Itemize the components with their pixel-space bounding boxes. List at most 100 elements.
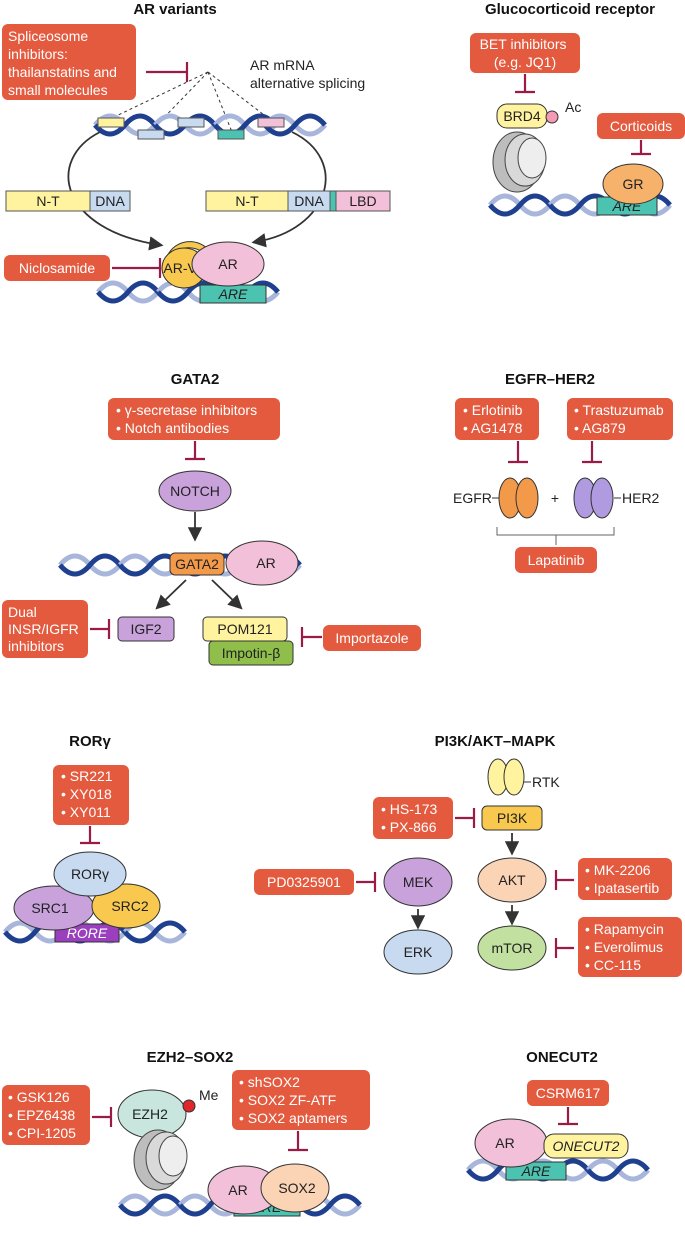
- splicing-dashes: [111, 71, 269, 133]
- pi3k-protein: [481, 805, 543, 831]
- egfr-inhibitor-text: • Erlotinib • AG1478: [463, 402, 526, 436]
- gr-label: GR: [623, 176, 644, 192]
- insr-inhibitor-text: Dual INSR/IGFR inhibitors: [8, 604, 83, 654]
- egfr-inhibitor-box: [455, 398, 539, 440]
- ar-full-domains: N-T DNA LBD: [205, 190, 391, 212]
- pd0325901-box: [254, 869, 354, 895]
- ac-label: Ac: [565, 99, 581, 115]
- ezh2-ar-label: AR: [228, 1182, 247, 1198]
- panel-title-ar-variants: AR variants: [133, 1, 216, 18]
- brd4-label: BRD4: [503, 108, 541, 124]
- egfr-label: EGFR: [453, 490, 492, 506]
- ezh2-label: EZH2: [132, 1106, 168, 1122]
- notch-label: NOTCH: [170, 483, 220, 499]
- panel-title-rorg: RORγ: [69, 733, 111, 750]
- arv7-domains: N-T DNA: [5, 190, 131, 212]
- ar-variants-are-label: ARE: [218, 286, 248, 302]
- gata2-label: GATA2: [175, 556, 219, 572]
- pd0325901-text: PD0325901: [267, 874, 341, 890]
- notch-inhibitor-box: [108, 398, 280, 440]
- her2-monomer-2: [590, 477, 614, 519]
- mtor-label: mTOR: [492, 940, 533, 956]
- rtk-monomer-2: [503, 758, 525, 796]
- ar-dna-label: DNA: [294, 193, 324, 209]
- panel-title-glucocorticoid: Glucocorticoid receptor: [485, 1, 655, 18]
- akt-inhibitor-text: • MK-2206 • Ipatasertib: [585, 862, 659, 896]
- niclosamide-text: Niclosamide: [19, 260, 95, 276]
- arv7-arrow: [67, 131, 164, 251]
- igf2-protein: [117, 616, 175, 642]
- rorg-protein: [53, 851, 127, 897]
- importazole-box: [323, 625, 421, 651]
- ror-inhibitor-text: • SR221 • XY018 • XY011: [61, 768, 117, 820]
- niclosamide-box: [4, 255, 110, 281]
- mtor-inhibitor-text: • Rapamycin • Everolimus • CC-115: [585, 921, 668, 973]
- erk-protein: [383, 929, 453, 975]
- her2-label: HER2: [622, 490, 660, 506]
- ar-label: AR: [218, 256, 237, 272]
- panel-egfr-her2: EGFR–HER2 • Erlotinib • AG1478 • Trastuz…: [453, 371, 673, 573]
- akt-protein: [477, 857, 547, 903]
- gata2-protein: [169, 552, 225, 576]
- mek-protein: [383, 857, 453, 907]
- panel-rorg: RORγ • SR221 • XY018 • XY011 RORE SRC1 S…: [5, 733, 185, 942]
- sox2-protein: [260, 1163, 330, 1213]
- panel-ar-variants: AR variants Spliceosome inhibitors: thai…: [2, 1, 391, 304]
- onecut2-are-label: ARE: [521, 1163, 551, 1179]
- pi3k-label: PI3K: [497, 810, 528, 826]
- ar-full-arrow: [251, 131, 327, 248]
- rtk-label: RTK: [532, 774, 560, 790]
- mrna-strand: [95, 116, 325, 140]
- panel-title-ezh2: EZH2–SOX2: [147, 1049, 234, 1066]
- rore-label: RORE: [67, 925, 108, 941]
- sox2-label: SOX2: [278, 1180, 316, 1196]
- panel-title-egfr-her2: EGFR–HER2: [505, 371, 595, 388]
- src2-protein: [91, 883, 161, 929]
- ezh2-nucleosome: [133, 1129, 188, 1191]
- panel-glucocorticoid: Glucocorticoid receptor BET inhibitors (…: [470, 1, 685, 215]
- gata2-to-pom121-arrow: [211, 579, 243, 610]
- plus-label: +: [551, 490, 559, 506]
- panel-ezh2: EZH2–SOX2 • GSK126 • EPZ6438 • CPI-1205 …: [2, 1049, 370, 1217]
- gata2-to-igf2-arrow: [155, 579, 187, 610]
- pi3k-inhibitor-text: • HS-173 • PX-866: [381, 801, 441, 835]
- csrm617-box: [527, 1080, 609, 1106]
- gr-nucleosome: [492, 131, 547, 193]
- mek-label: MEK: [403, 874, 434, 890]
- sox2-inhibitor-box: [232, 1070, 370, 1130]
- gr-protein: [602, 163, 664, 205]
- lapatinib-text: Lapatinib: [528, 552, 585, 568]
- mtor-protein: [477, 925, 547, 971]
- panel-onecut2: ONECUT2 CSRM617 ARE AR ONECUT2: [468, 1049, 648, 1180]
- pi3k-inhibitor-box: [373, 797, 453, 839]
- akt-label: AKT: [498, 872, 526, 888]
- notch-inhibitor-text: • γ-secretase inhibitors • Notch antibod…: [116, 402, 261, 436]
- sox2-inhibitor-text: • shSOX2 • SOX2 ZF-ATF • SOX2 aptamers: [239, 1074, 347, 1126]
- panel-title-pi3k: PI3K/AKT–MAPK: [435, 733, 556, 750]
- onecut2-label: ONECUT2: [553, 1138, 620, 1154]
- impotin-label: Impotin-β: [222, 645, 281, 661]
- src2-label: SRC2: [111, 898, 149, 914]
- gata2-ar-label: AR: [256, 555, 275, 571]
- igf2-label: IGF2: [130, 621, 161, 637]
- panel-title-onecut2: ONECUT2: [526, 1049, 598, 1066]
- corticoids-text: Corticoids: [610, 118, 672, 134]
- lapatinib-box: [515, 547, 597, 573]
- gata2-ar-protein: [225, 540, 299, 586]
- ar-lbd-label: LBD: [349, 193, 376, 209]
- ror-inhibitor-box: [53, 765, 129, 825]
- rorg-label: RORγ: [71, 866, 109, 882]
- arv7-dna-label: DNA: [95, 193, 125, 209]
- corticoids-box: [597, 113, 685, 139]
- me-label: Me: [199, 1087, 219, 1103]
- pom121-label: POM121: [217, 621, 272, 637]
- bet-inhibitor-box: [470, 33, 580, 73]
- her2-inhibitor-box: [567, 398, 673, 440]
- me-mark: [182, 1099, 196, 1113]
- panel-title-gata2: GATA2: [171, 371, 220, 388]
- src1-label: SRC1: [31, 900, 69, 916]
- onecut2-ar-label: AR: [495, 1135, 514, 1151]
- insr-inhibitor-box: [2, 600, 88, 658]
- akt-inhibitor-box: [578, 858, 672, 900]
